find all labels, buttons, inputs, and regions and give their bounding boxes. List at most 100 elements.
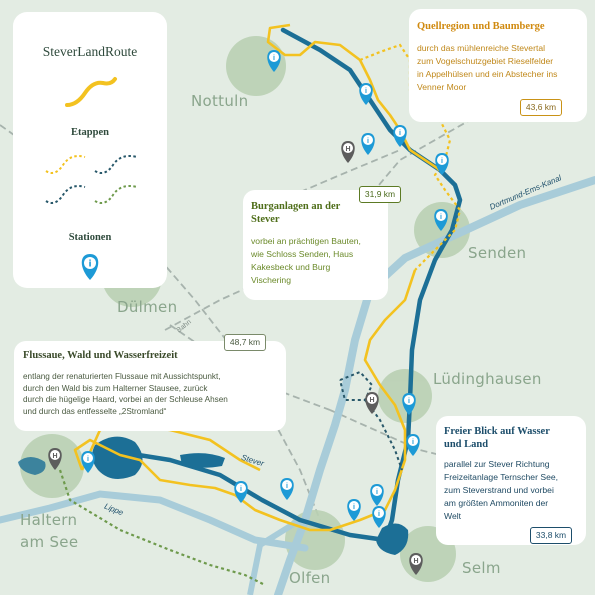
card-quellregion-title: Quellregion und Baumberge <box>417 21 545 32</box>
station-pin-icon: i <box>81 254 99 280</box>
svg-text:i: i <box>367 138 369 145</box>
card-quellregion-line: zum Vogelschutzgebiet Rieselfelder <box>417 56 554 66</box>
card-flussaue-body: entlang der renaturierten Flussaue mit A… <box>23 371 228 417</box>
card-burganlagen: Burganlagen an der Stever vorbei an präc… <box>243 190 388 300</box>
town-label-senden: Senden <box>468 244 527 262</box>
card-flussaue-line: entlang der renaturierten Flussaue mit A… <box>23 372 221 381</box>
card-burganlagen-line: wie Schloss Senden, Haus <box>251 249 354 259</box>
svg-text:i: i <box>408 398 410 405</box>
svg-text:i: i <box>412 439 414 446</box>
station-pin-icon[interactable]: i <box>361 133 375 155</box>
station-pin-icon[interactable]: i <box>402 393 416 415</box>
route-line-icon <box>65 77 117 107</box>
route-quellregion-solid <box>266 23 402 131</box>
card-burganlagen-line: Vischering <box>251 275 291 285</box>
legend-etappen: Etappen <box>71 127 109 138</box>
card-freier-blick-title: Freier Blick auf Wasser und Land <box>444 425 550 451</box>
station-pin-icon[interactable]: i <box>434 209 448 231</box>
card-freier-blick-line: am größten Ammoniten der <box>444 498 549 508</box>
card-flussaue-title: Flussaue, Wald und Wasserfreizeit <box>23 350 178 361</box>
station-pin-icon[interactable]: i <box>81 451 95 473</box>
svg-text:H: H <box>345 146 350 153</box>
card-burganlagen-line: Kakesbeck und Burg <box>251 262 331 272</box>
svg-text:i: i <box>353 504 355 511</box>
svg-text:i: i <box>88 260 91 270</box>
canal-branch <box>247 517 302 595</box>
card-freier-blick-line: Freizeitanlage Ternscher See, <box>444 472 559 482</box>
legend-panel: SteverLandRoute Etappen Stationen i <box>13 12 167 288</box>
km-burganlagen: 31,9 km <box>359 186 401 203</box>
card-freier-blick-line: Welt <box>444 511 462 521</box>
card-freier-blick-title-line: Freier Blick auf Wasser <box>444 426 550 437</box>
card-freier-blick-line: zum Steverstrand und vorbei <box>444 485 554 495</box>
km-freier-blick: 33,8 km <box>530 527 572 544</box>
svg-text:i: i <box>286 483 288 490</box>
card-freier-blick-line: parallel zur Stever Richtung <box>444 459 550 469</box>
card-burganlagen-title: Burganlagen an der Stever <box>251 200 340 226</box>
stausee-east <box>180 453 225 468</box>
small-lake <box>18 457 46 475</box>
svg-text:i: i <box>440 214 442 221</box>
card-burganlagen-title-line: Stever <box>251 214 280 225</box>
station-pin-icon[interactable]: i <box>267 50 281 72</box>
route-green-dotted <box>58 469 266 586</box>
svg-text:i: i <box>399 130 401 137</box>
town-label-nottuln: Nottuln <box>191 92 249 110</box>
legend-stationen: Stationen <box>68 232 112 243</box>
station-pin-icon[interactable]: i <box>234 481 248 503</box>
svg-text:H: H <box>369 397 374 404</box>
card-flussaue-line: durch die hügelige Haard, vorbei an der … <box>23 395 228 404</box>
card-burganlagen-body: vorbei an prächtigen Bauten, wie Schloss… <box>251 235 361 287</box>
svg-text:i: i <box>87 456 89 463</box>
station-pin-icon[interactable]: i <box>435 153 449 175</box>
svg-text:H: H <box>52 453 57 460</box>
svg-text:i: i <box>376 489 378 496</box>
lippe-river <box>0 490 309 552</box>
card-quellregion-body: durch das mühlenreiche Stevertal zum Vog… <box>417 42 587 94</box>
station-pins[interactable]: i i i i i i i i i i i i i i <box>81 50 449 528</box>
svg-text:i: i <box>378 511 380 518</box>
ternscher-see <box>376 523 409 555</box>
hotel-pins[interactable]: H H H H <box>48 141 423 575</box>
station-pin-icon[interactable]: i <box>406 434 420 456</box>
hotel-pin-icon[interactable]: H <box>48 448 62 470</box>
card-freier-blick: Freier Blick auf Wasser und Land paralle… <box>436 416 586 545</box>
hotel-pin-icon[interactable]: H <box>365 392 379 414</box>
station-pin-icon[interactable]: i <box>280 478 294 500</box>
station-pin-icon[interactable]: i <box>393 125 407 147</box>
hotel-pin-icon[interactable]: H <box>341 141 355 163</box>
card-quellregion-line: durch das mühlenreiche Stevertal <box>417 43 546 53</box>
legend-title: SteverLandRoute <box>42 44 138 59</box>
card-burganlagen-title-line: Burganlagen an der <box>251 201 341 212</box>
svg-text:i: i <box>365 88 367 95</box>
town-label-selm: Selm <box>462 559 501 577</box>
svg-text:i: i <box>240 486 242 493</box>
card-quellregion-line: Venner Moor <box>417 82 467 92</box>
route-dark-dotted <box>339 370 374 401</box>
stever-river <box>117 27 463 543</box>
svg-text:i: i <box>273 55 275 62</box>
etappen-legend-icon <box>45 155 138 204</box>
svg-text:H: H <box>413 558 418 565</box>
card-freier-blick-title-line: und Land <box>444 439 489 450</box>
town-label-ludinghausen: Lüdinghausen <box>433 370 542 388</box>
card-quellregion-line: in Appelhülsen und ein Abstecher ins <box>417 69 558 79</box>
card-burganlagen-line: vorbei an prächtigen Bauten, <box>251 236 361 246</box>
card-flussaue: Flussaue, Wald und Wasserfreizeit entlan… <box>14 341 286 431</box>
km-flussaue: 48,7 km <box>224 334 266 351</box>
town-label-haltern-2: am See <box>20 533 79 551</box>
station-pin-icon[interactable]: i <box>347 499 361 521</box>
card-freier-blick-body: parallel zur Stever Richtung Freizeitanl… <box>444 458 558 523</box>
route-flussaue-solid <box>73 269 417 532</box>
town-label-dulmen: Dülmen <box>117 298 178 316</box>
card-flussaue-line: durch den Wald bis zum Halterner Stausee… <box>23 383 208 393</box>
station-pin-icon[interactable]: i <box>359 83 373 105</box>
card-flussaue-line: und durch das entfesselte „2Stromland“ <box>23 406 167 416</box>
station-pin-icon[interactable]: i <box>370 484 384 506</box>
hotel-pin-icon[interactable]: H <box>409 553 423 575</box>
town-label-olfen: Olfen <box>289 569 331 587</box>
town-label-haltern-1: Haltern <box>20 511 78 529</box>
station-pin-icon[interactable]: i <box>372 506 386 528</box>
